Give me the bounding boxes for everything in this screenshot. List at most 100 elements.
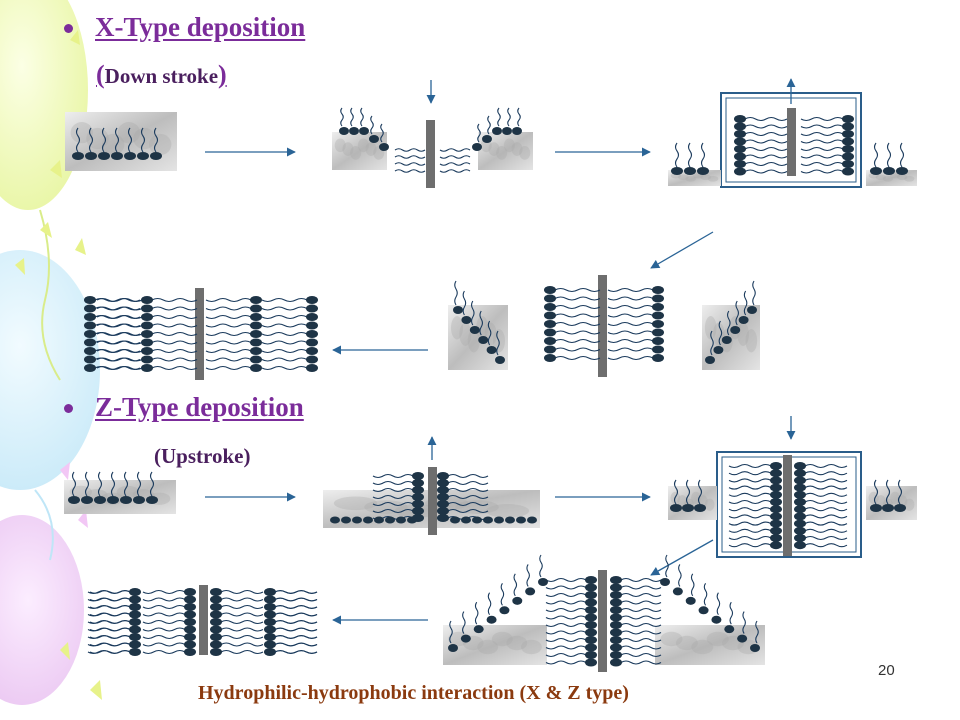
hydrophobic-tail bbox=[744, 116, 788, 122]
hydrophilic-head bbox=[585, 658, 597, 667]
water-texture bbox=[116, 485, 140, 499]
hydrophobic-tail bbox=[678, 564, 682, 587]
hydrophilic-head bbox=[250, 321, 262, 330]
water-texture bbox=[488, 142, 500, 156]
water-texture bbox=[660, 631, 683, 647]
hydrophilic-head bbox=[141, 330, 153, 338]
hydrophilic-head bbox=[672, 587, 683, 596]
hydrophilic-head bbox=[184, 640, 196, 649]
hydrophilic-head bbox=[486, 346, 497, 354]
hydrophobic-tail bbox=[545, 645, 587, 650]
hydrophilic-head bbox=[794, 534, 806, 542]
hydrophilic-head bbox=[544, 337, 556, 345]
water-texture bbox=[704, 498, 715, 511]
hydrophilic-head bbox=[98, 152, 110, 160]
hydrophilic-head bbox=[437, 486, 449, 494]
hydrophilic-head bbox=[84, 338, 96, 347]
hydrophobic-tail bbox=[545, 585, 587, 590]
hydrophilic-head bbox=[527, 516, 537, 524]
hydrophilic-head bbox=[882, 504, 894, 512]
hydrophilic-head bbox=[210, 610, 222, 619]
hydrophobic-tail bbox=[261, 306, 308, 311]
hydrophilic-head bbox=[544, 311, 556, 320]
hydrophilic-head bbox=[544, 294, 556, 303]
water-texture bbox=[904, 175, 915, 182]
hydrophilic-head bbox=[129, 640, 141, 649]
hydrophobic-tail bbox=[220, 627, 264, 632]
hydrophilic-head bbox=[264, 595, 276, 604]
hydrophobic-tail bbox=[149, 471, 155, 497]
hydrophilic-head bbox=[369, 135, 379, 143]
hydrophobic-tail bbox=[96, 314, 143, 320]
hydrophobic-tail bbox=[127, 127, 133, 153]
hydrophobic-tail bbox=[205, 365, 252, 371]
hydrophobic-tail bbox=[261, 340, 308, 345]
water-texture bbox=[342, 142, 354, 156]
hydrophobic-tail bbox=[744, 169, 788, 174]
hydrophilic-head bbox=[705, 356, 715, 364]
hydrophobic-tail bbox=[620, 622, 662, 628]
water-texture bbox=[357, 138, 369, 153]
hydrophobic-tail bbox=[89, 612, 131, 617]
hydrophobic-tail bbox=[755, 620, 759, 644]
hydrophilic-head bbox=[770, 483, 782, 492]
confetti-icon bbox=[60, 462, 70, 480]
water-texture bbox=[477, 639, 499, 655]
hydrophilic-head bbox=[512, 127, 522, 135]
hydrophobic-tail bbox=[545, 660, 587, 665]
hydrophilic-head bbox=[794, 519, 806, 528]
hydrophobic-tail bbox=[804, 463, 848, 469]
hydrophobic-tail bbox=[394, 162, 426, 166]
hydrophilic-head bbox=[412, 479, 424, 487]
process-arrow-icon bbox=[650, 539, 714, 576]
hydrophobic-tail bbox=[744, 154, 788, 159]
paren-open: ( bbox=[96, 60, 105, 89]
hydrophilic-head bbox=[750, 644, 760, 652]
hydrophilic-head bbox=[794, 469, 806, 478]
water-texture bbox=[889, 491, 901, 505]
hydrophilic-head bbox=[150, 152, 162, 160]
hydrophobic-tail bbox=[554, 321, 601, 327]
hydrophobic-tail bbox=[728, 492, 772, 497]
hydrophobic-tail bbox=[474, 601, 479, 625]
hydrophobic-tail bbox=[607, 304, 654, 310]
hydrophilic-head bbox=[652, 337, 664, 345]
hydrophilic-head bbox=[794, 505, 806, 514]
hydrophobic-tail bbox=[274, 642, 318, 647]
hydrophobic-tail bbox=[220, 589, 264, 595]
hydrophilic-head bbox=[544, 303, 556, 311]
balloon-string bbox=[39, 209, 61, 381]
hydrophobic-tail bbox=[804, 471, 848, 476]
hydrophilic-head bbox=[652, 328, 664, 337]
hydrophilic-head bbox=[84, 364, 96, 372]
hydrophilic-head bbox=[412, 493, 424, 501]
hydrophilic-head bbox=[770, 498, 782, 506]
hydrophilic-head bbox=[894, 504, 906, 512]
water-texture bbox=[451, 316, 463, 340]
hydrophilic-head bbox=[770, 526, 782, 535]
hydrophobic-tail bbox=[136, 471, 142, 497]
hydrophobic-tail bbox=[873, 479, 879, 505]
hydrophobic-tail bbox=[205, 348, 252, 354]
hydrophobic-tail bbox=[142, 589, 186, 595]
hydrophilic-head bbox=[437, 472, 449, 480]
hydrophilic-head bbox=[210, 640, 222, 649]
hydrophilic-head bbox=[652, 320, 664, 328]
hydrophobic-tail bbox=[439, 148, 471, 152]
hydrophobic-tail bbox=[735, 300, 739, 326]
hydrophilic-head bbox=[129, 618, 141, 626]
hydrophilic-head bbox=[713, 346, 724, 354]
hydrophobic-tail bbox=[718, 320, 723, 346]
hydrophilic-head bbox=[770, 490, 782, 499]
hydrophobic-tail bbox=[607, 287, 654, 293]
hydrophobic-tail bbox=[554, 296, 601, 301]
hydrophobic-tail bbox=[96, 365, 143, 371]
hydrophobic-tail bbox=[96, 297, 143, 303]
hydrophilic-head bbox=[264, 640, 276, 649]
hydrophobic-tail bbox=[728, 535, 772, 541]
hydrophilic-head bbox=[472, 516, 482, 524]
hydrophilic-head bbox=[264, 625, 276, 634]
hydrophilic-head bbox=[610, 583, 622, 592]
confetti-icon bbox=[75, 238, 86, 255]
